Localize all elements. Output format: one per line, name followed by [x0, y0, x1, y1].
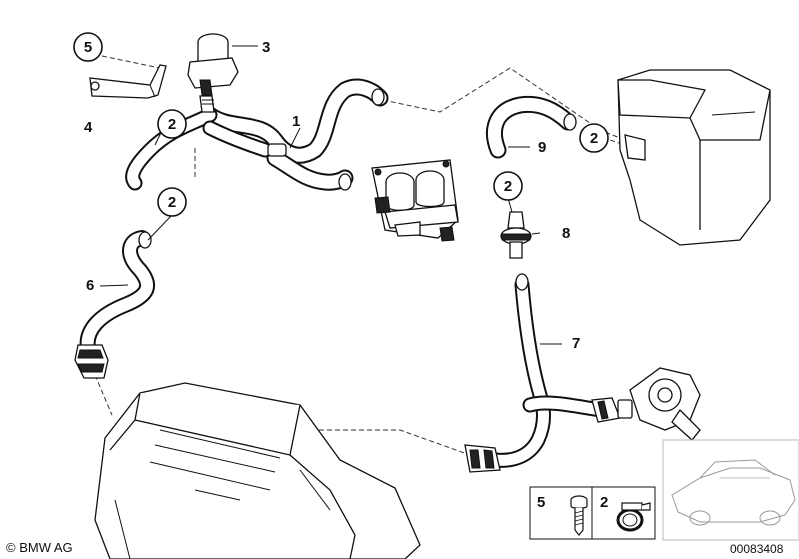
- check-valve: [500, 211, 532, 259]
- svg-text:5: 5: [84, 39, 92, 56]
- circled-callout-2-lower-left: 2: [157, 187, 187, 217]
- svg-text:2: 2: [504, 178, 512, 195]
- callout-9: 9: [538, 139, 546, 156]
- svg-text:2: 2: [168, 116, 176, 133]
- callout-1: 1: [292, 113, 300, 130]
- callout-7: 7: [572, 335, 580, 352]
- engine-valve-cover: [94, 382, 421, 559]
- auxiliary-water-pump: [617, 367, 701, 441]
- callout-4: 4: [84, 119, 93, 136]
- circled-callout-2-center: 2: [493, 171, 523, 201]
- return-hose: [79, 230, 156, 356]
- circled-callout-2-upper-left: 2: [157, 109, 187, 139]
- svg-text:2: 2: [590, 130, 598, 147]
- water-valve: [187, 33, 239, 113]
- callout-6: 6: [86, 277, 94, 294]
- svg-text:2: 2: [168, 194, 176, 211]
- legend-label-clamp: 2: [600, 494, 608, 511]
- callout-3: 3: [262, 39, 270, 56]
- heater-hose: [125, 78, 389, 191]
- bleed-hose: [487, 273, 608, 468]
- screw-icon: [570, 495, 588, 536]
- valve-bracket: [89, 64, 167, 99]
- circled-callout-5: 5: [73, 32, 103, 62]
- duo-water-valve: [371, 159, 459, 242]
- circled-callout-2-right: 2: [579, 123, 609, 153]
- hardware-legend: 5 2: [529, 486, 656, 540]
- copyright-text: © BMW AG: [6, 540, 73, 555]
- hose-clamp-icon: [616, 502, 651, 532]
- diagram-number: 00083408: [730, 542, 784, 556]
- expansion-tank-hose: [486, 95, 577, 159]
- callout-8: 8: [562, 225, 570, 242]
- legend-label-screw: 5: [537, 494, 545, 511]
- hose-quick-coupling: [74, 344, 109, 379]
- coolant-expansion-tank: [617, 69, 771, 246]
- vehicle-thumbnail: [662, 439, 799, 541]
